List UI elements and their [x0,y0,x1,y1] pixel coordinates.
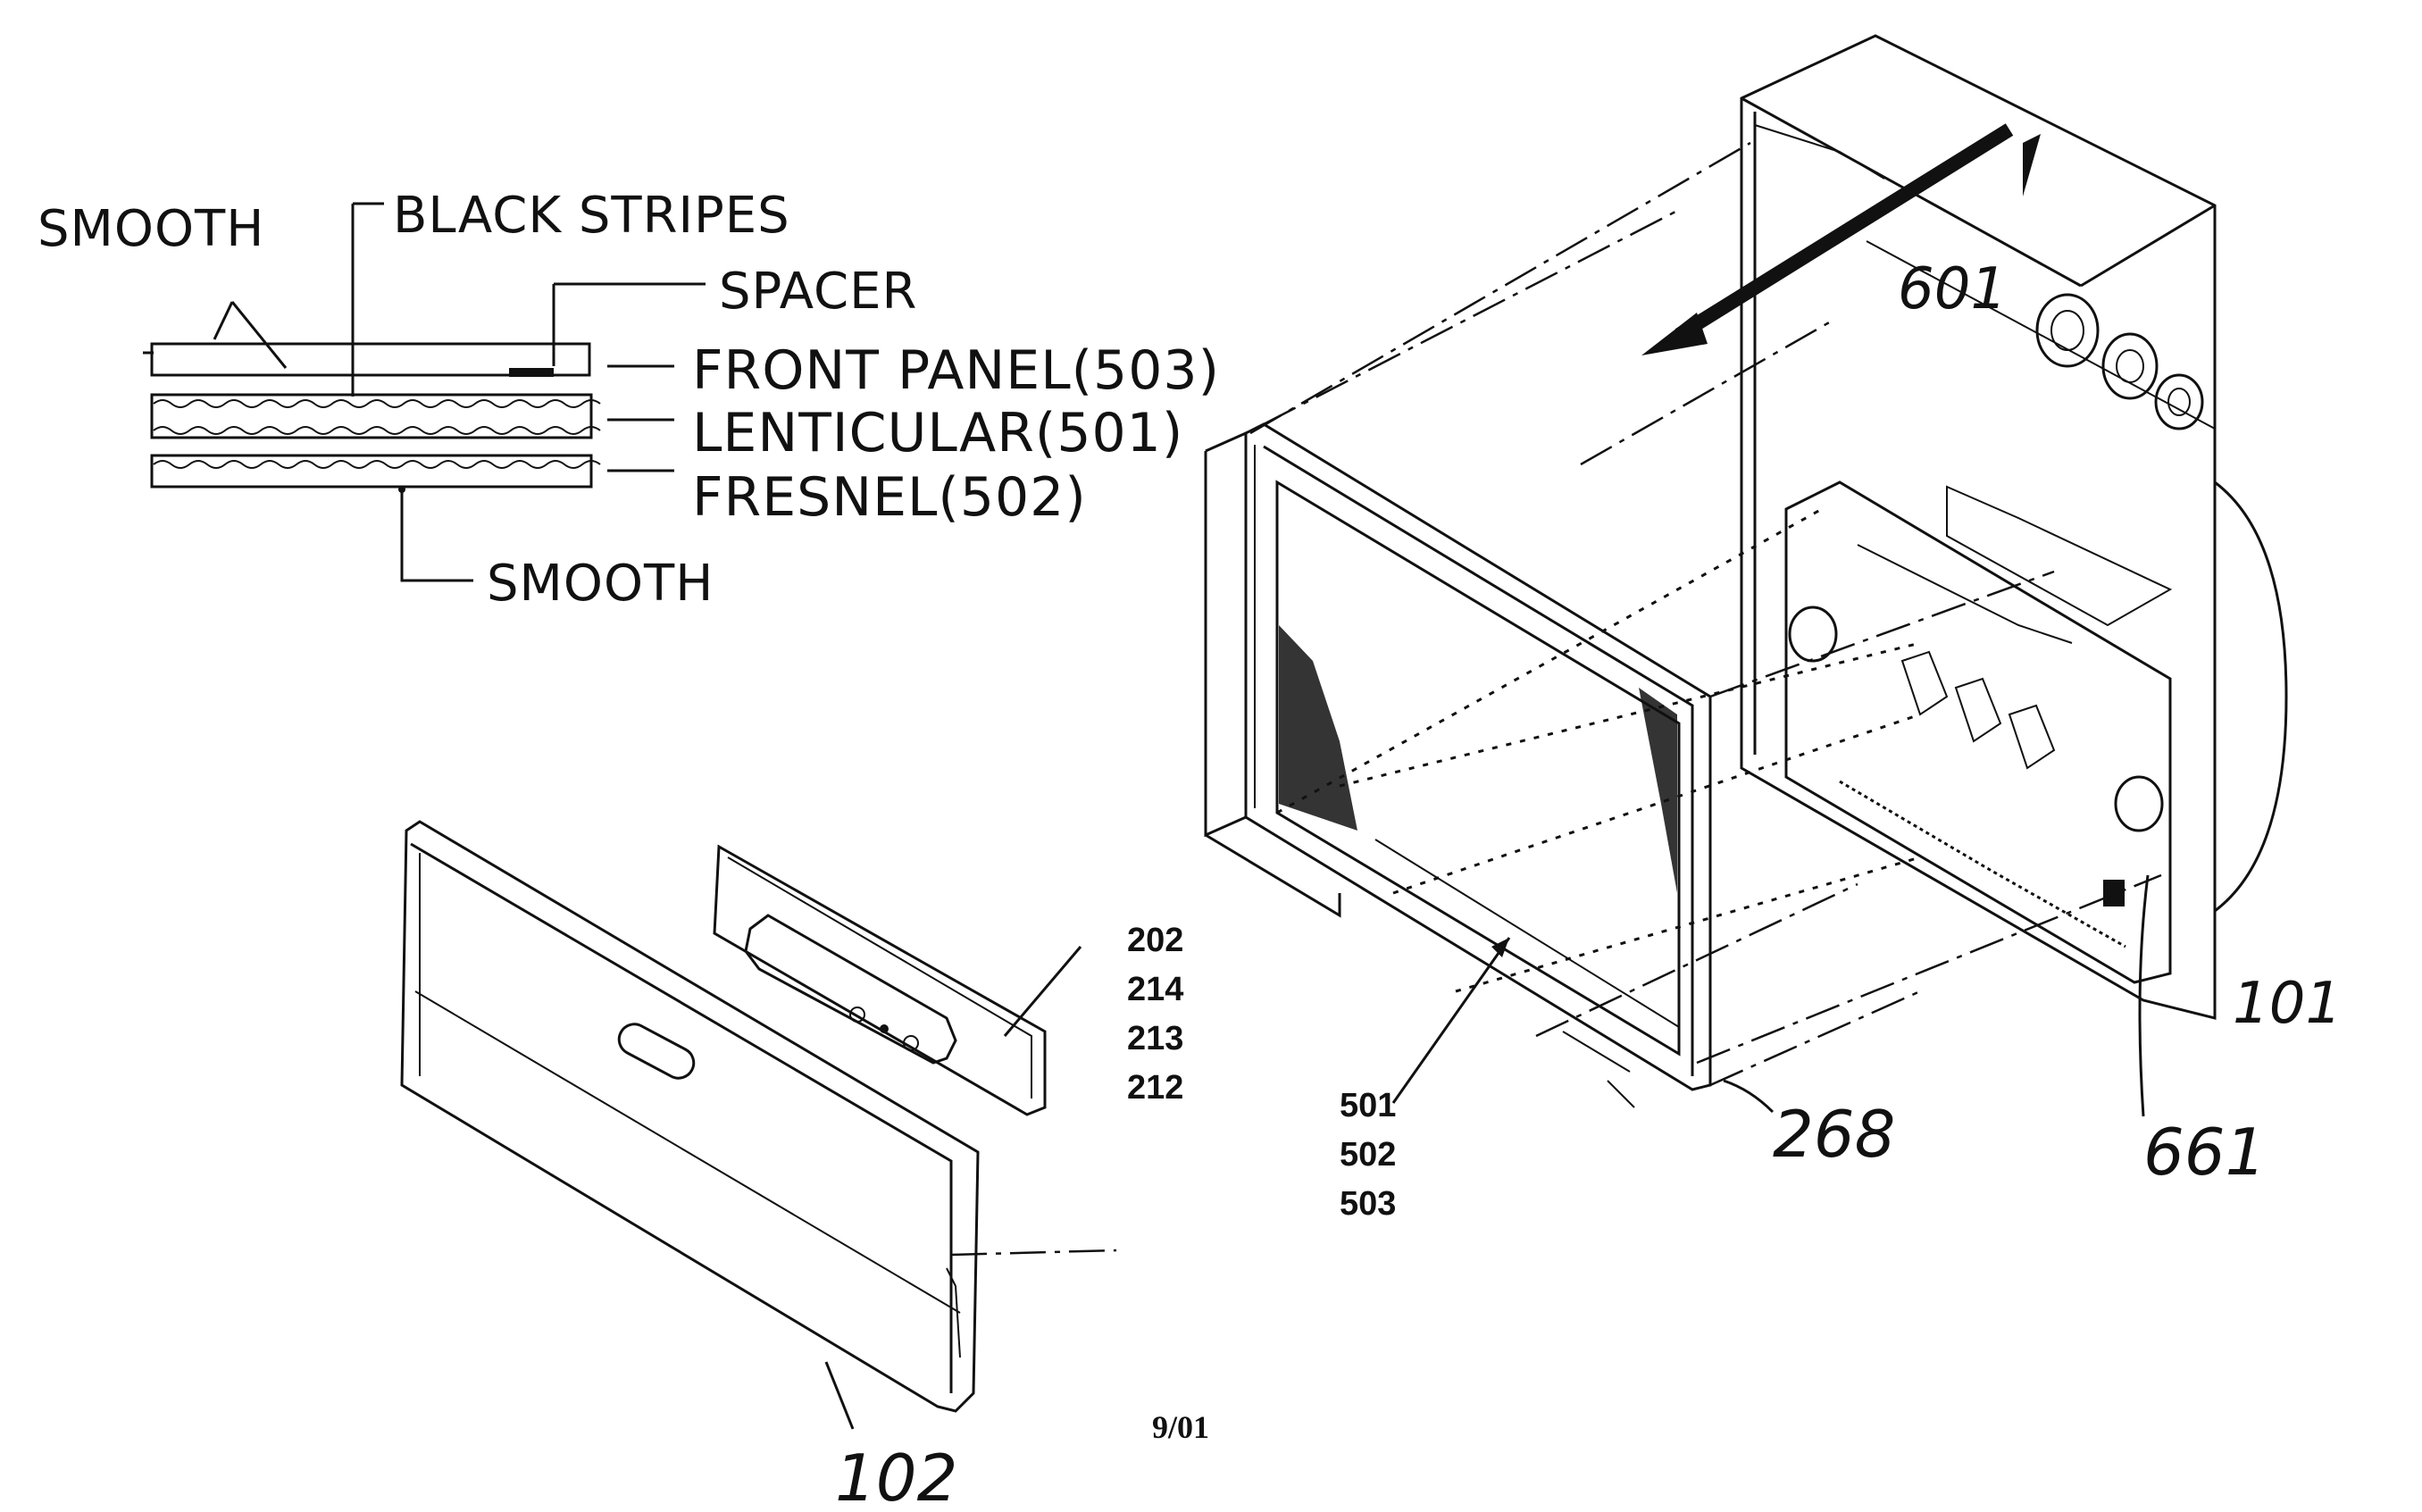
callout-mirror-601: 601 [1898,256,2007,322]
callout-cabinet-101: 101 [2233,971,2342,1037]
control-panel-assembly [713,844,1082,1116]
revision-date: 9/01 [1152,1409,1209,1445]
label-fresnel: FRESNEL(502) [692,466,1087,529]
screen-frame-assembly [1204,422,1775,1114]
label-black-stripes: BLACK STRIPES [393,187,790,245]
part-number: 202 [1127,922,1183,959]
part-number: 214 [1127,971,1183,1008]
callout-board-661: 661 [2143,1115,2266,1190]
control-panel-part-numbers: 202 214 213 212 [1127,922,1183,1107]
part-number: 213 [1127,1020,1183,1057]
main-board [1784,480,2172,984]
cabinet-assembly [1641,34,2288,1117]
door-handle-slot [617,1023,696,1080]
label-smooth-bottom: SMOOTH [487,555,714,613]
label-front-panel: FRONT PANEL(503) [692,339,1220,402]
screen-cross-section: SMOOTH BLACK STRIPES SPACER FRONT PANEL(… [38,187,1220,613]
label-spacer: SPACER [719,263,917,321]
control-button-bar [744,914,957,1065]
spacer-block [509,368,554,377]
callout-bezel-268: 268 [1773,1097,1895,1172]
screen-part-numbers: 501 502 503 [1340,1087,1396,1223]
lenticular-layer [150,393,601,439]
front-door-panel [400,820,980,1430]
callout-door-102: 102 [835,1441,957,1512]
part-number: 212 [1127,1069,1183,1107]
front-panel-layer [150,342,591,377]
label-lenticular: LENTICULAR(501) [692,402,1183,464]
explode-guide-lines [950,141,2162,1257]
part-number: 501 [1340,1087,1396,1124]
part-number: 502 [1340,1136,1396,1174]
label-smooth-top: SMOOTH [38,200,264,258]
part-number: 503 [1340,1185,1396,1223]
speaker-lenses [2035,293,2204,430]
fresnel-layer [150,454,601,489]
